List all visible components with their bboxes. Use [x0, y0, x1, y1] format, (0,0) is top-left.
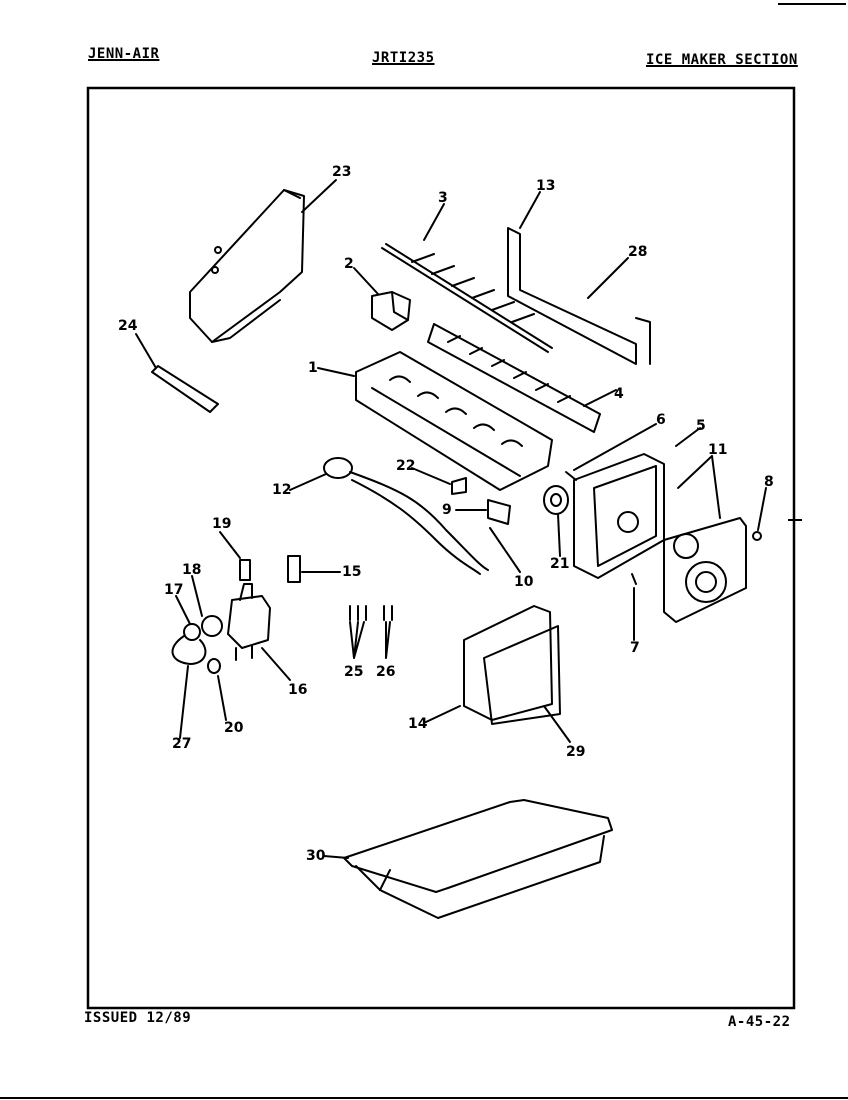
part-20-clip	[207, 658, 221, 674]
callout-25: 25	[344, 664, 363, 680]
section-title: ICE MAKER SECTION	[646, 52, 798, 68]
callout-29: 29	[566, 744, 585, 760]
part-23-cover	[189, 189, 305, 343]
callout-20: 20	[224, 720, 244, 736]
callout-18: 18	[182, 562, 201, 578]
callout-27: 27	[172, 736, 191, 752]
callout-6: 6	[656, 412, 666, 428]
callout-24: 24	[118, 318, 138, 334]
callout-28: 28	[628, 244, 647, 260]
callout-13: 13	[536, 178, 555, 194]
callout-10: 10	[514, 574, 534, 590]
callout-11: 11	[708, 442, 727, 458]
part-5-housing	[573, 453, 665, 579]
part-13-28-shield	[507, 227, 651, 365]
callout-17: 17	[164, 582, 183, 598]
callout-7: 7	[630, 640, 640, 656]
callout-30: 30	[306, 848, 326, 864]
callout-2: 2	[344, 256, 354, 272]
part-6-screw	[565, 471, 577, 481]
part-24-rod	[151, 365, 219, 413]
part-27-tube-loop	[171, 635, 207, 665]
part-7-screw	[631, 573, 637, 585]
issued-date: ISSUED 12/89	[84, 1010, 192, 1026]
callout-5: 5	[696, 418, 706, 434]
part-19-insert	[239, 559, 251, 581]
part-4-stripper	[427, 323, 601, 433]
part-21-gear	[543, 485, 569, 515]
callout-16: 16	[288, 682, 307, 698]
part-16-water-valve	[183, 583, 271, 661]
callout-22: 22	[396, 458, 415, 474]
diagram-frame	[86, 86, 796, 1010]
part-3-ejector	[381, 243, 553, 353]
part-22-clip	[451, 477, 467, 495]
part-12-harness	[323, 457, 489, 575]
callout-14: 14	[408, 716, 428, 732]
part-15-coupling	[287, 555, 301, 583]
part-30-ice-bin	[343, 799, 613, 919]
callout-19: 19	[212, 516, 231, 532]
part-25-26-screws	[349, 605, 393, 621]
callout-9: 9	[442, 502, 452, 518]
callout-3: 3	[438, 190, 448, 206]
brand-label: JENN-AIR	[88, 46, 160, 62]
callout-4: 4	[614, 386, 624, 402]
part-9-bracket	[487, 499, 511, 525]
callout-26: 26	[376, 664, 395, 680]
callout-8: 8	[764, 474, 774, 490]
part-2-bracket	[371, 291, 411, 331]
part-1-mold	[355, 351, 553, 491]
callout-23: 23	[332, 164, 351, 180]
callout-15: 15	[342, 564, 361, 580]
callout-1: 1	[308, 360, 318, 376]
callout-21: 21	[550, 556, 569, 572]
part-11-control-module	[663, 517, 747, 623]
page-code: A-45-22	[728, 1014, 791, 1030]
part-8-screw	[752, 531, 762, 541]
callout-12: 12	[272, 482, 291, 498]
callout-leaders	[135, 179, 767, 859]
model-label: JRTI235	[372, 50, 435, 66]
part-14-29-cover	[463, 605, 561, 725]
